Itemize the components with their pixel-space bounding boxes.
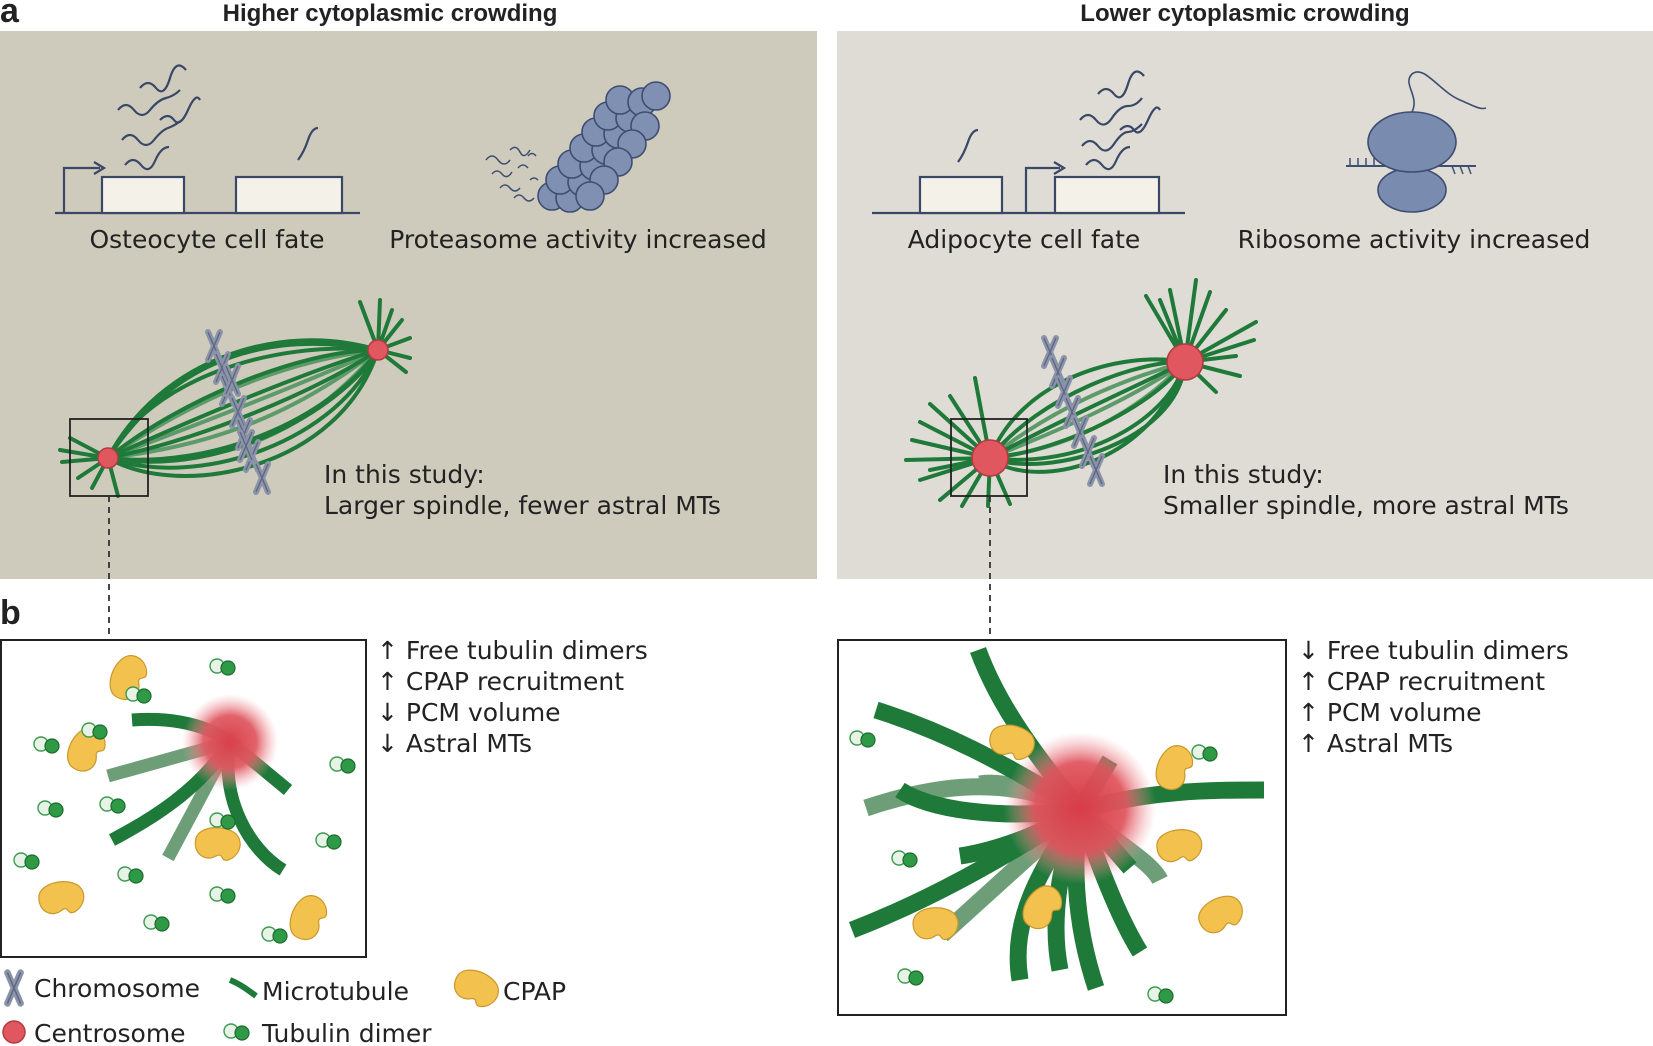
right-zoom-box — [950, 418, 1028, 497]
legend-tubulin-label: Tubulin dimer — [261, 1019, 432, 1046]
ribosome-icon — [1346, 71, 1487, 213]
legend-chromosome-label: Chromosome — [34, 974, 200, 1003]
left-study-line1: In this study: — [324, 460, 485, 489]
proteasome-icon — [485, 81, 671, 213]
left-change-1: ↑ Free tubulin dimers — [377, 636, 648, 665]
legend-microtubule-icon — [228, 977, 258, 999]
left-panel-background — [0, 31, 817, 579]
right-panel-title: Lower cytoplasmic crowding — [1080, 0, 1409, 27]
left-pcm-cloud — [182, 694, 278, 790]
right-change-3: ↑ PCM volume — [1298, 698, 1482, 727]
left-centrosome-small — [97, 447, 119, 469]
legend-chromosome-icon — [7, 973, 20, 1004]
right-pcm-cloud — [1004, 732, 1156, 884]
right-centrosome-large — [971, 439, 1009, 477]
right-gene-diagram — [872, 70, 1185, 215]
ribosome-label: Ribosome activity increased — [1238, 225, 1591, 254]
legend-cpap-icon — [449, 964, 504, 1012]
legend: Chromosome Microtubule CPAP Centrosome T… — [2, 964, 566, 1046]
right-zoom-content — [848, 647, 1265, 1004]
left-change-3: ↓ PCM volume — [377, 698, 561, 727]
proteasome-label: Proteasome activity increased — [389, 225, 767, 254]
legend-microtubule-label: Microtubule — [262, 977, 409, 1006]
legend-centrosome-label: Centrosome — [34, 1019, 186, 1046]
osteocyte-label: Osteocyte cell fate — [89, 225, 324, 254]
adipocyte-label: Adipocyte cell fate — [908, 225, 1141, 254]
right-study-line2: Smaller spindle, more astral MTs — [1163, 491, 1569, 520]
right-centrosome-large-2 — [1166, 343, 1204, 381]
left-changes-list: ↑ Free tubulin dimers ↑ CPAP recruitment… — [377, 636, 648, 758]
left-centrosome-small-2 — [367, 339, 389, 361]
left-zoom-content — [13, 650, 356, 945]
legend-cpap-label: CPAP — [503, 977, 566, 1006]
legend-tubulin-icon — [223, 1023, 250, 1041]
left-study-line2: Larger spindle, fewer astral MTs — [324, 491, 721, 520]
panel-b-letter: b — [0, 594, 21, 632]
right-change-1: ↓ Free tubulin dimers — [1298, 636, 1569, 665]
left-change-2: ↑ CPAP recruitment — [377, 667, 624, 696]
left-gene-diagram — [55, 64, 360, 215]
panel-a-letter: a — [0, 0, 20, 30]
right-change-4: ↑ Astral MTs — [1298, 729, 1453, 758]
right-changes-list: ↓ Free tubulin dimers ↑ CPAP recruitment… — [1298, 636, 1569, 758]
right-change-2: ↑ CPAP recruitment — [1298, 667, 1545, 696]
left-change-4: ↓ Astral MTs — [377, 729, 532, 758]
right-study-line1: In this study: — [1163, 460, 1324, 489]
left-panel-title: Higher cytoplasmic crowding — [223, 0, 558, 27]
legend-centrosome-icon — [2, 1020, 26, 1044]
